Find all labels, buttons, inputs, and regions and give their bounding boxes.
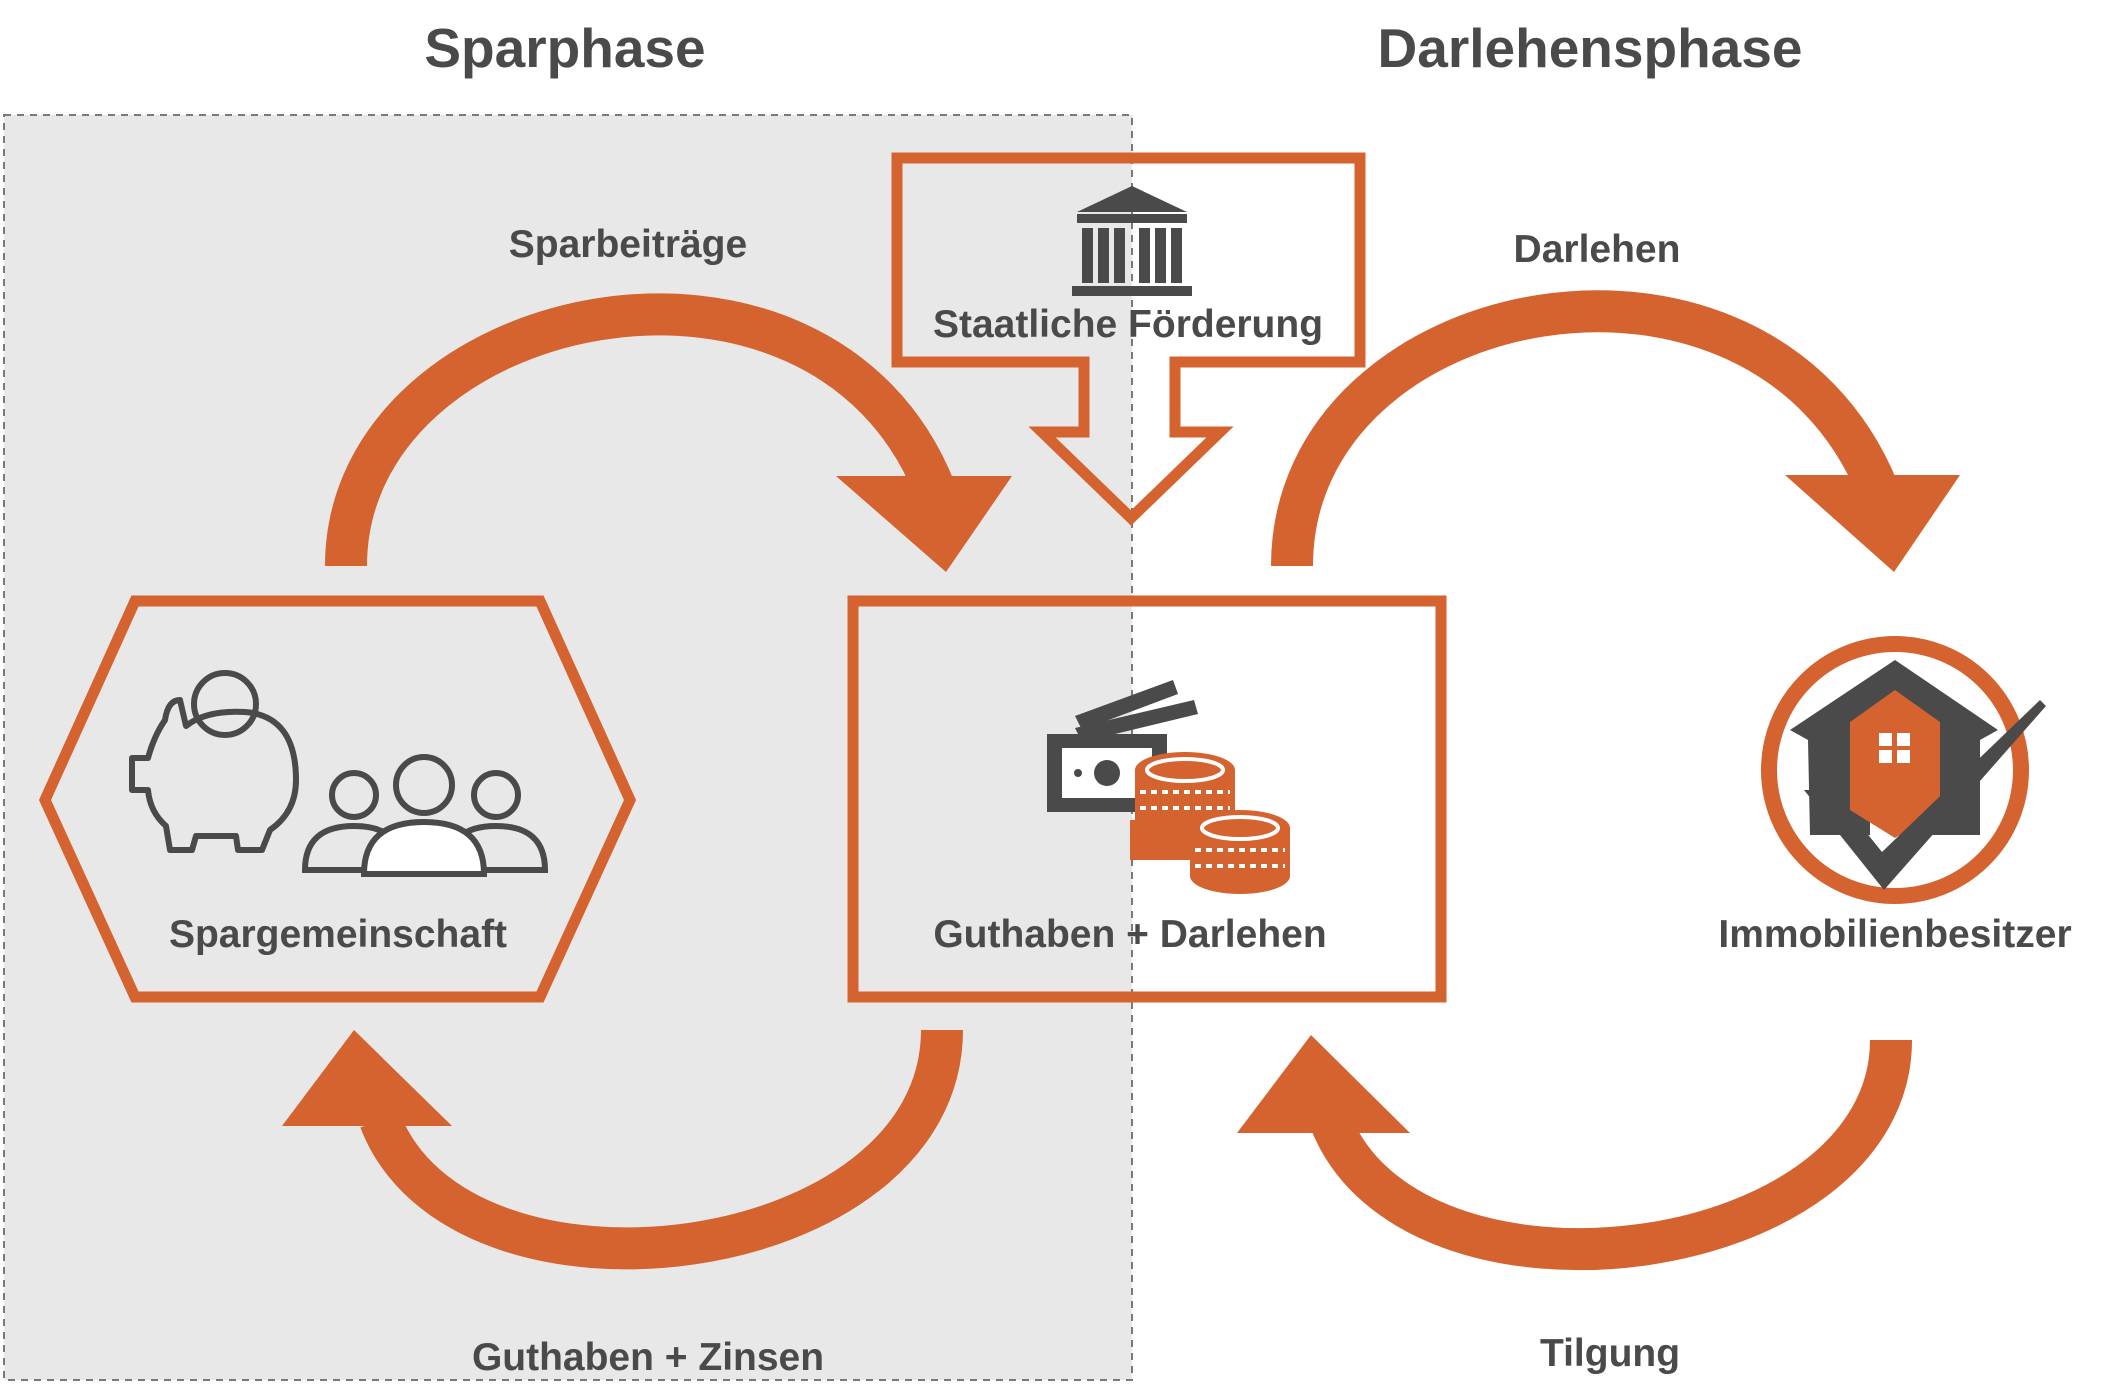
repayment-arrow	[1310, 1039, 1912, 1271]
loan-arrowhead	[1785, 475, 1960, 572]
owner-label: Immobilienbesitzer	[1718, 913, 2071, 956]
piggy-bank-icon	[129, 670, 299, 853]
bank-icon	[1072, 186, 1192, 296]
government-subsidy-callout	[891, 152, 1366, 526]
house-check-icon	[1761, 636, 2046, 904]
balance-interest-arrowhead	[282, 1030, 452, 1126]
government-subsidy-label: Staatliche Förderung	[933, 303, 1323, 346]
balance-interest-arrow	[360, 1029, 963, 1270]
saving-phase-title: Sparphase	[424, 17, 705, 79]
balance-interest-label: Guthaben + Zinsen	[472, 1336, 824, 1379]
loan-arrow	[1271, 290, 1898, 567]
loan-phase-title: Darlehensphase	[1378, 17, 1803, 79]
money-coins-icon	[1047, 680, 1290, 894]
savings-contributions-arrow	[325, 293, 955, 567]
community-label: Spargemeinschaft	[169, 913, 507, 956]
savings-contributions-arrowhead	[836, 476, 1012, 572]
savings-contributions-label: Sparbeiträge	[509, 223, 747, 266]
loan-label: Darlehen	[1514, 228, 1681, 271]
balance-loan-box	[847, 595, 1447, 1003]
people-group-icon	[301, 754, 549, 877]
community-hexagon	[38, 595, 637, 1003]
repayment-arrowhead	[1237, 1035, 1410, 1133]
repayment-label: Tilgung	[1540, 1332, 1680, 1375]
balance-loan-label: Guthaben + Darlehen	[933, 913, 1326, 956]
